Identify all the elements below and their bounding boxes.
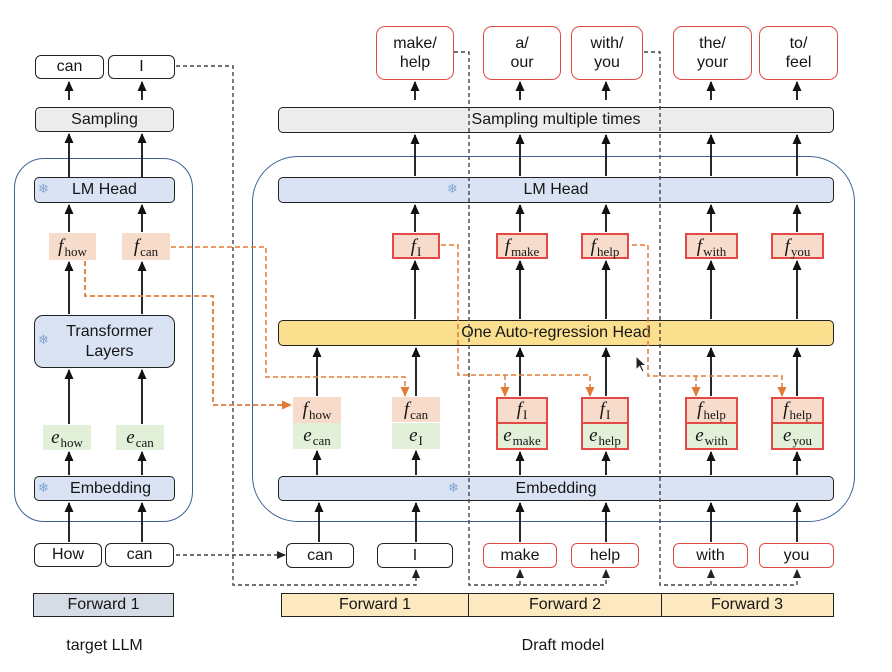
draft-input-token: with: [673, 543, 748, 568]
target-output-token: I: [108, 55, 175, 79]
snowflake-icon: ❄: [448, 481, 459, 496]
draft-input-token: make: [483, 543, 557, 568]
transformer-label-line2: Layers: [85, 342, 134, 360]
auto-regression-head: One Auto-regression Head: [278, 320, 834, 346]
target-output-token: can: [35, 55, 104, 79]
target-input-token: How: [34, 543, 102, 567]
snowflake-icon: ❄: [447, 182, 458, 197]
snowflake-icon: ❄: [38, 481, 49, 496]
draft-forward-2: Forward 2: [468, 594, 661, 616]
draft-forward-1: Forward 1: [338, 596, 412, 613]
target-embedding-label: Embedding: [70, 479, 151, 497]
target-lm-head: LM Head: [34, 177, 175, 203]
draft-sampling-block: Sampling multiple times: [278, 107, 834, 133]
target-lm-head-label: LM Head: [72, 181, 137, 198]
draft-forward-bar: Forward 1 Forward 2 Forward 3: [281, 593, 834, 617]
draft-forward-3: Forward 3: [661, 594, 832, 616]
draft-lm-head-label: LM Head: [523, 181, 589, 198]
draft-output-candidates: a/our: [483, 26, 561, 80]
draft-input-token: I: [377, 543, 453, 568]
draft-output-candidates: with/you: [571, 26, 643, 80]
target-input-token: can: [105, 543, 174, 567]
transformer-label-line1: Transformer: [66, 322, 153, 340]
target-forward-1: Forward 1: [67, 596, 140, 613]
draft-lm-head: LM Head: [278, 177, 834, 203]
target-embedding-layer: Embedding: [34, 476, 175, 501]
target-forward-bar: Forward 1: [33, 593, 174, 617]
snowflake-icon: ❄: [38, 333, 49, 348]
draft-input-token: can: [286, 543, 354, 568]
draft-embedding-label: Embedding: [515, 479, 597, 497]
snowflake-icon: ❄: [38, 182, 49, 197]
draft-output-candidates: make/help: [376, 26, 454, 80]
draft-input-token: you: [759, 543, 834, 568]
target-llm-caption: target LLM: [66, 637, 143, 654]
target-transformer-layers: Transformer Layers: [34, 315, 175, 368]
draft-output-candidates: to/feel: [759, 26, 838, 80]
draft-input-token: help: [571, 543, 639, 568]
draft-output-candidates: the/your: [673, 26, 752, 80]
draft-embedding-layer: Embedding: [278, 476, 834, 501]
target-sampling-block: Sampling: [35, 107, 174, 132]
draft-model-caption: Draft model: [521, 637, 605, 654]
